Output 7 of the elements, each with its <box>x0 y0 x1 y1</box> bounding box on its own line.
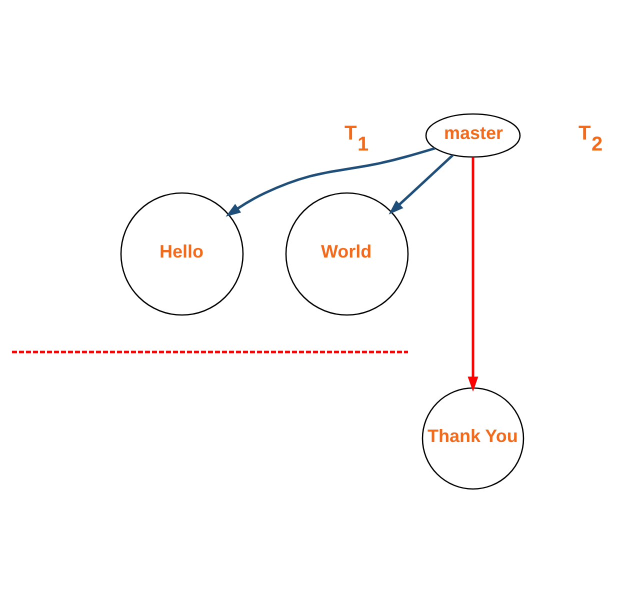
arrow <box>388 154 454 214</box>
node-circle: World <box>285 192 409 316</box>
node-ellipse: master <box>425 113 521 158</box>
node-circle: Hello <box>120 192 244 316</box>
arrow <box>468 157 478 392</box>
arrow <box>226 147 436 217</box>
node-circle: Thank You <box>422 387 524 490</box>
